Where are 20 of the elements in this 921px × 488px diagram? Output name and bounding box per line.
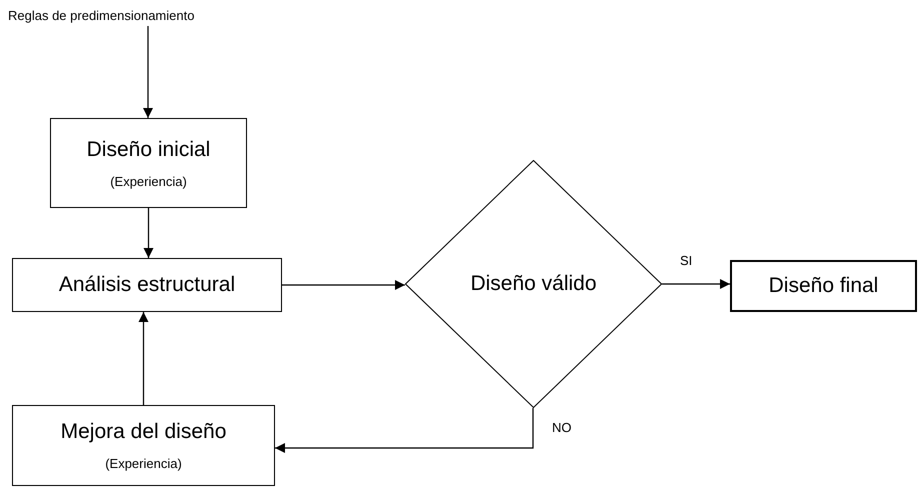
input-text: Reglas de predimensionamiento bbox=[8, 8, 194, 22]
arrow bbox=[138, 312, 148, 405]
node-title: Análisis estructural bbox=[58, 273, 236, 297]
edge-label: NO bbox=[550, 420, 574, 435]
arrow bbox=[662, 279, 730, 289]
node-subtitle: (Experiencia) bbox=[110, 174, 187, 188]
process-box bbox=[50, 118, 247, 208]
arrow bbox=[143, 26, 153, 118]
process-box bbox=[12, 258, 282, 312]
node-title: Diseño válido bbox=[470, 272, 597, 296]
process-box bbox=[12, 405, 275, 486]
arrow bbox=[282, 280, 405, 290]
result-box bbox=[730, 260, 917, 312]
node-subtitle: (Experiencia) bbox=[105, 456, 182, 471]
arrow bbox=[144, 208, 154, 258]
node-title: Mejora del diseño bbox=[60, 420, 226, 444]
arrow bbox=[275, 408, 534, 453]
node-title: Diseño inicial bbox=[86, 138, 210, 162]
node-title: Diseño final bbox=[768, 274, 878, 298]
edge-label: SI bbox=[678, 253, 694, 268]
